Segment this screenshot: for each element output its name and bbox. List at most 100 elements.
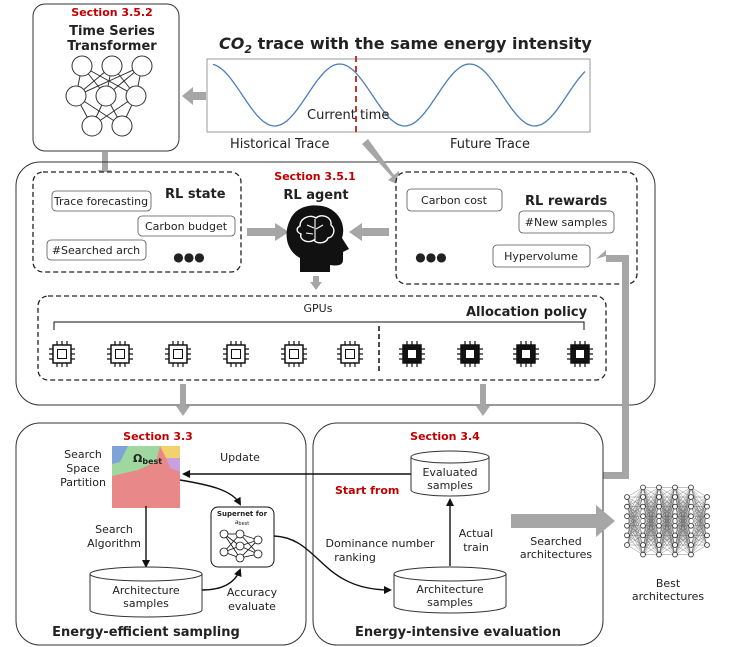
arrow-rl-to-sampling [176,384,190,416]
agent-section-label: Section 3.5.1 [274,170,355,183]
gpu-chip-icon [337,341,363,367]
state-carbon-budget: Carbon budget [145,220,228,233]
transformer-title-line2: Transformer [67,39,157,54]
state-searched-arch: #Searched arch [52,244,140,257]
arrow-trace-to-rewards [362,139,401,186]
rl-rewards-panel: RL rewards Carbon cost #New samples Hype… [395,171,638,285]
gpu-row [49,341,593,367]
transformer-panel: Section 3.5.2 Time Series Transformer [32,3,180,152]
samples-right-line1: Architecture [416,583,484,596]
reward-new-samples: #New samples [525,216,608,229]
architecture-samples-db-right: Architecture samples [393,566,507,614]
co2-trace-panel: CO2 trace with the same energy intensity… [206,34,592,152]
evaluation-title: Energy-intensive evaluation [355,625,561,640]
arrow-rl-to-evaluation [476,384,490,416]
rl-state-title: RL state [165,187,226,202]
trace-title: CO2 trace with the same energy intensity [219,34,592,56]
gpus-label: GPUs [304,302,333,315]
supernet-sub-label: abest [235,519,250,527]
trace-plot-frame [206,58,591,133]
gpu-chip-icon [399,341,425,367]
arrow-to-best-architectures [511,505,615,537]
architecture-samples-db-left: Architecture samples [89,566,203,618]
arrow-agent-to-allocation [310,276,322,290]
supernet-network-icon [219,529,263,563]
best-line2: architectures [632,590,705,603]
rl-agent: Section 3.5.1 RL agent [274,170,356,272]
rl-rewards-title: RL rewards [525,194,608,209]
samples-right-line2: samples [427,596,473,609]
co2-wave-line [212,63,586,127]
allocation-panel: GPUs Allocation policy [37,295,607,381]
evaluation-panel: Section 3.4 Evaluated samples Start from… [312,422,604,646]
reward-item-box-1 [518,210,615,234]
searched-line2: architectures [520,548,593,561]
arrow-rewards-to-agent [349,223,389,241]
supernet-label: Supernet for [217,510,268,518]
arrow-samples-to-supernet [201,568,242,591]
reward-carbon-cost: Carbon cost [421,194,488,207]
best-line1: Best [656,577,681,590]
agent-title: RL agent [283,188,348,203]
gpu-chip-icon [567,341,593,367]
state-item-box-1 [137,215,236,237]
evaluated-line1: Evaluated [422,466,477,479]
actual-train-line1: Actual [459,527,493,540]
sampling-section-label: Section 3.3 [123,430,193,443]
best-architectures-network-icon [624,484,710,558]
samples-left-line1: Architecture [112,584,180,597]
state-item-box-2 [46,239,147,261]
allocation-title: Allocation policy [466,305,588,320]
accuracy-line2: evaluate [228,600,276,613]
reward-item-box-0 [406,188,503,212]
start-from-label: Start from [335,484,399,497]
gpu-chip-icon [49,341,75,367]
gpu-chip-icon [457,341,483,367]
samples-left-line2: samples [123,597,169,610]
current-time-label: Current time [307,108,389,123]
accuracy-line1: Accuracy [227,586,278,599]
gpu-chip-icon [513,341,539,367]
searched-line1: Searched [530,535,582,548]
gpus-bracket [53,321,585,330]
dominance-line2: ranking [334,551,376,564]
update-label: Update [220,451,260,464]
arrow-trace-to-transformer [182,87,206,105]
reward-item-box-2 [492,244,591,268]
rl-frame [15,161,656,406]
omega-label: Ωbest [133,452,162,466]
transformer-title-line1: Time Series [69,24,155,39]
arrow-state-to-agent [247,223,289,241]
evaluated-line2: samples [427,479,473,492]
search-algorithm-line1: Search [95,523,133,536]
brain-head-icon [286,205,349,272]
gpu-chip-icon [165,341,191,367]
transformer-section-label: Section 3.5.2 [71,6,152,19]
gpu-chip-icon [281,341,307,367]
gpu-chip-icon [223,341,249,367]
search-space-line3: Partition [60,476,106,489]
state-item-box-0 [51,190,152,212]
actual-train-line2: train [463,541,489,554]
reward-hypervolume: Hypervolume [504,250,578,263]
rl-state-panel: RL state Trace forecasting Carbon budget… [32,171,242,273]
evaluation-section-label: Section 3.4 [410,430,480,443]
historical-trace-label: Historical Trace [230,137,330,152]
state-more-dots: ●●● [173,250,204,264]
arrow-supernet-to-ranking [273,535,392,594]
sampling-panel: Section 3.3 Search Space Partition Ωbest… [15,422,307,646]
evaluated-samples-db: Evaluated samples [410,450,490,497]
reward-more-dots: ●●● [415,250,446,264]
state-trace-forecasting: Trace forecasting [53,195,148,208]
supernet-box: Supernet for abest [210,506,275,568]
future-trace-label: Future Trace [450,137,530,152]
sampling-title: Energy-efficient sampling [52,625,240,640]
partition-map: Ωbest [112,446,180,508]
search-algorithm-line2: Algorithm [87,537,141,550]
search-space-line1: Search [64,448,102,461]
arrow-partition-to-supernet [179,479,241,506]
dominance-line1: Dominance number [326,537,435,550]
search-space-line2: Space [66,462,100,475]
transformer-network-icon [65,55,153,137]
